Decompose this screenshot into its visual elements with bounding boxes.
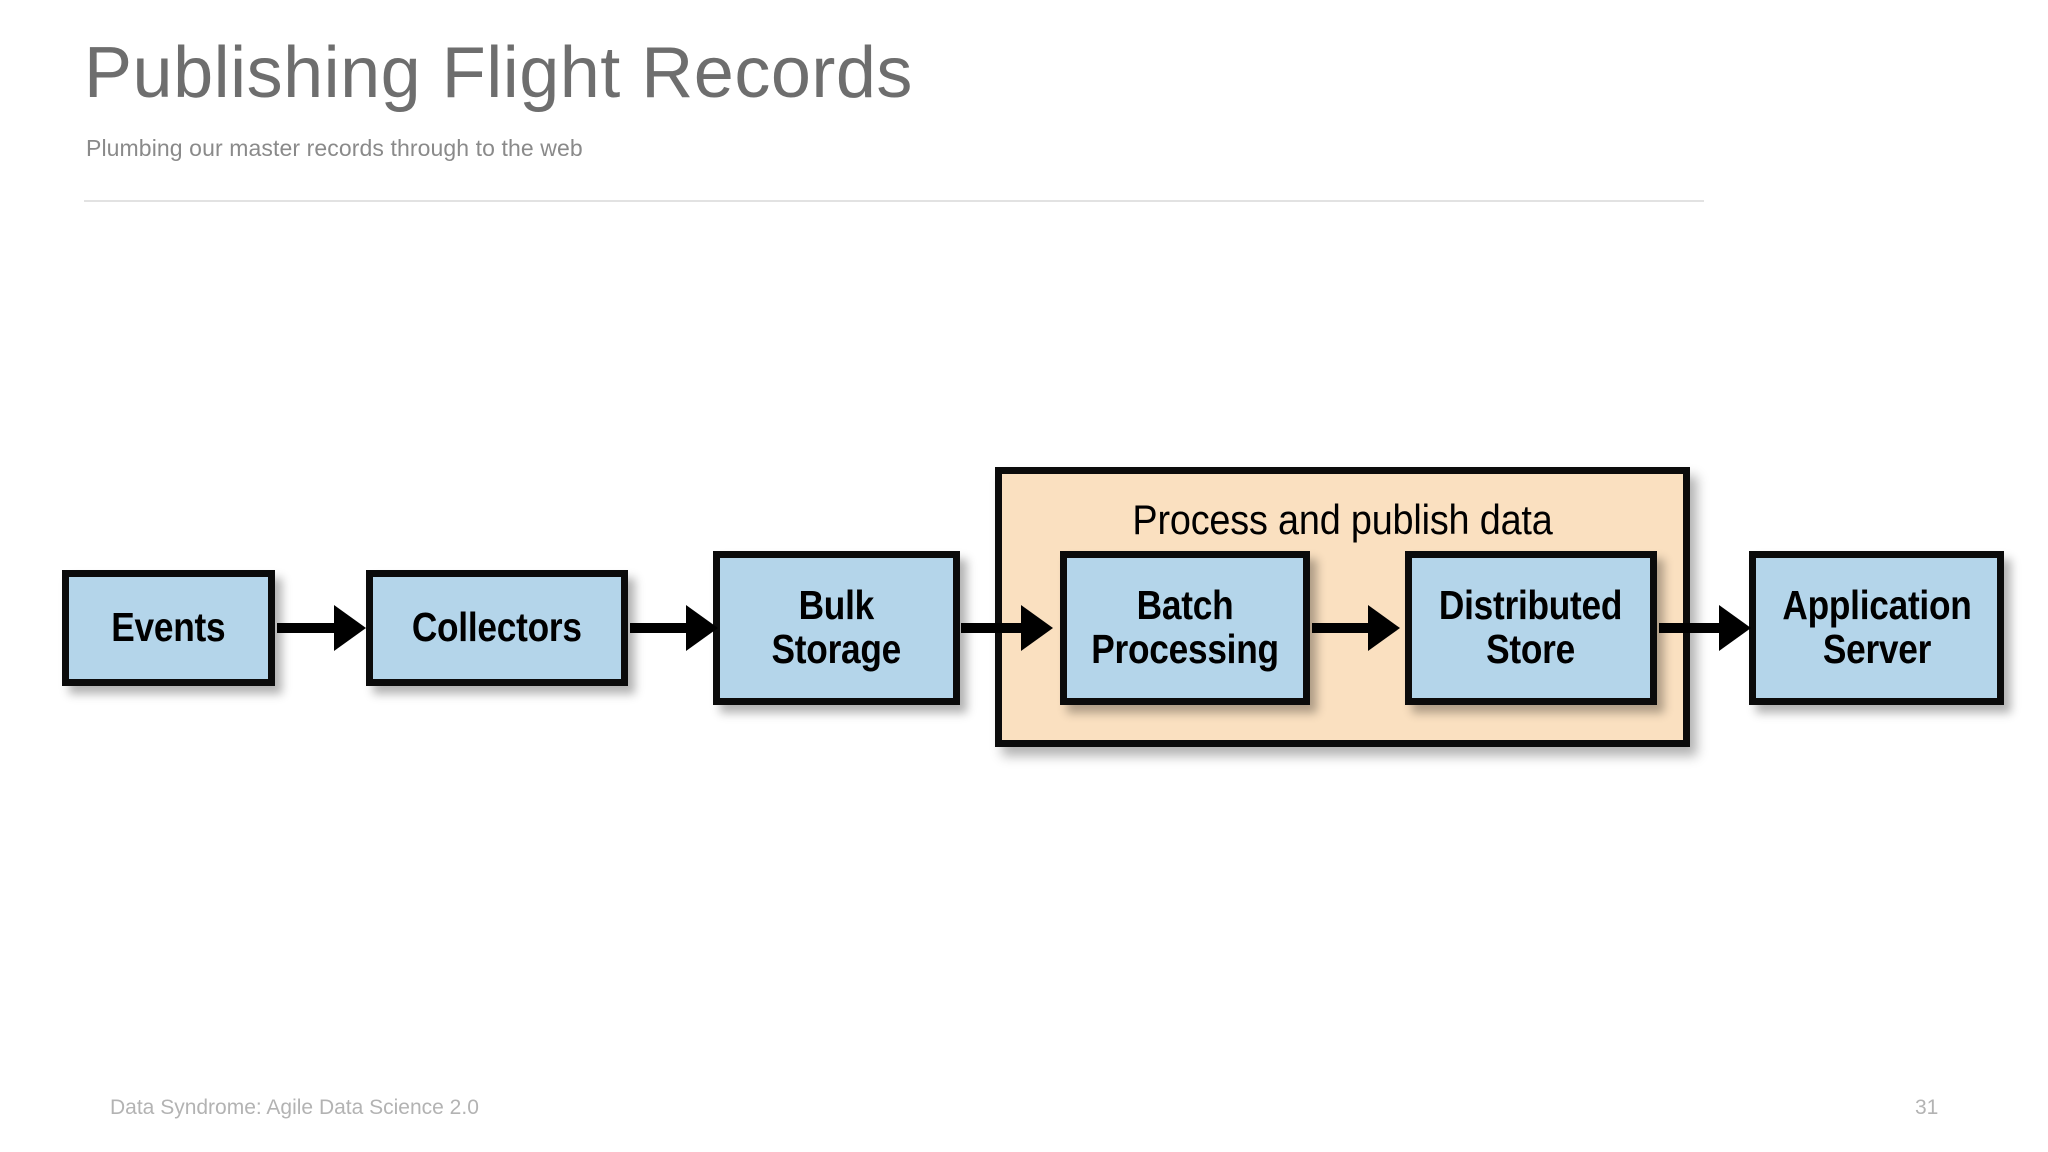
node-batch-processing-label: Batch Processing	[1091, 582, 1279, 672]
node-collectors[interactable]: Collectors	[366, 570, 628, 686]
node-events[interactable]: Events	[62, 570, 275, 686]
node-bulk-storage-label: Bulk Storage	[771, 582, 902, 672]
page-title: Publishing Flight Records	[84, 33, 913, 113]
footer-attribution: Data Syndrome: Agile Data Science 2.0	[110, 1096, 479, 1119]
node-application-server-label: Application Server	[1781, 582, 1972, 672]
footer-page-number: 31	[1915, 1096, 1939, 1119]
page-subtitle: Plumbing our master records through to t…	[86, 135, 583, 161]
node-bulk-storage[interactable]: Bulk Storage	[713, 551, 960, 705]
arrow-distributed-store-to-application-server	[1659, 623, 1721, 633]
node-batch-processing[interactable]: Batch Processing	[1060, 551, 1310, 705]
node-events-label: Events	[111, 604, 226, 651]
group-panel-label: Process and publish data	[1132, 496, 1553, 543]
arrow-collectors-to-bulk-storage	[630, 623, 688, 633]
node-collectors-label: Collectors	[412, 604, 582, 651]
node-application-server[interactable]: Application Server	[1749, 551, 2004, 705]
arrow-events-to-collectors	[277, 623, 336, 633]
node-distributed-store-label: Distributed Store	[1439, 582, 1623, 672]
node-distributed-store[interactable]: Distributed Store	[1405, 551, 1657, 705]
arrow-batch-processing-to-distributed-store	[1312, 623, 1370, 633]
arrow-bulk-storage-to-batch-processing	[961, 623, 1023, 633]
header-divider	[84, 200, 1704, 202]
